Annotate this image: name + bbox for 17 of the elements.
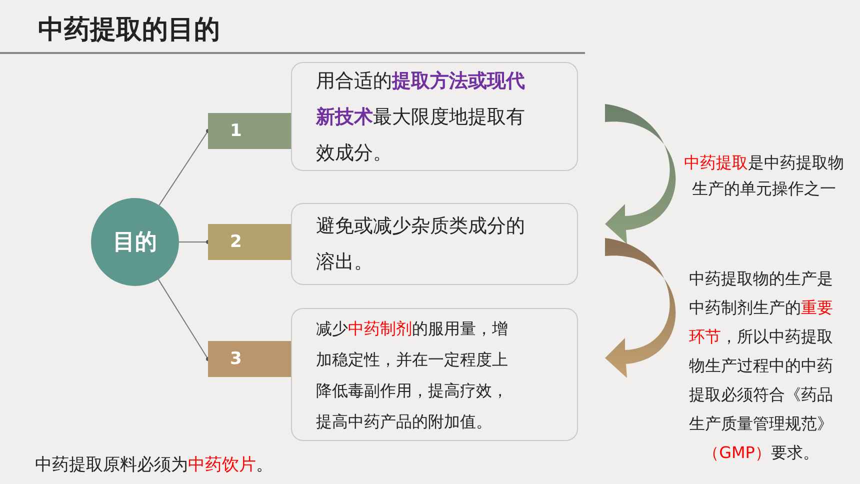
number-tab: 3: [208, 341, 291, 377]
side-note: 中药提取物的生产是中药制剂生产的重要环节，所以中药提取物生产过程中的中药提取必须符合《药品生产质量管理规范》（GMP）要求。: [688, 268, 834, 464]
connector-line: [158, 129, 210, 206]
number-tab: 1: [208, 113, 291, 149]
text-card: [291, 203, 578, 285]
connector-line: [158, 278, 210, 361]
text-card: [291, 308, 578, 441]
side-note: 中药提取是中药提取物生产的单元操作之一: [683, 152, 845, 200]
footnote: 中药提取原料必须为中药饮片。: [35, 454, 274, 477]
card-text: 减少中药制剂的服用量，增加稳定性，并在一定程度上降低毒副作用，提高疗效，提高中药产品的附加值。: [316, 318, 509, 432]
card-text: 用合适的提取方法或现代新技术最大限度地提取有效成分。: [316, 68, 526, 166]
title: 中药提取的目的: [38, 14, 220, 47]
topic-circle: 目的: [91, 198, 179, 286]
connector-line: [178, 240, 210, 244]
card-text: 避免或减少杂质类成分的溶出。: [316, 214, 526, 275]
text-card: [291, 62, 578, 171]
number-tab: 2: [208, 224, 291, 260]
